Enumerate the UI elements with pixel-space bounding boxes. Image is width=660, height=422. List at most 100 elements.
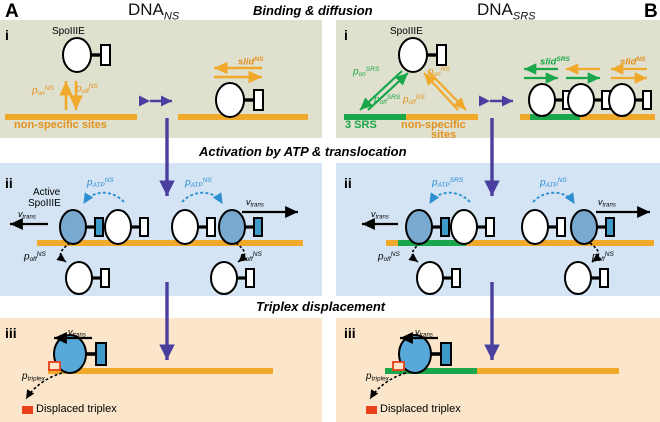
panel-a-i-slide-label: slidNS: [238, 56, 264, 68]
panel-b-iii-dna-srs-segment: [385, 368, 477, 374]
panel-a-ii-rate-atp-left-base: p: [87, 177, 93, 189]
panel-b-ii-vtrans-left-base: v: [371, 209, 376, 219]
panel-b-i-rate-on-ns-sup: NS: [440, 66, 450, 73]
panel-a-step-ii-label: ii: [5, 175, 13, 191]
panel-b-i-rate-off-ns: poffNS: [403, 94, 425, 106]
panel-a-letter: A: [5, 1, 19, 22]
panel-a-ii-vtrans-right: vtrans: [246, 198, 264, 209]
panel-a-i-rate-off: poffNS: [76, 83, 98, 95]
panel-a-iii-rate-triplex-base: p: [22, 371, 28, 382]
dna-ns-title: DNANS: [128, 1, 179, 22]
dna-ns-title-text: DNA: [128, 0, 164, 19]
panel-b-i-dna-right-ns-segment: [580, 114, 655, 120]
panel-a-i-rate-off-base: p: [76, 83, 82, 95]
panel-b-i-dna-srs-segment: [344, 114, 406, 120]
panel-a-ii-rate-off-right-sub: off: [245, 255, 253, 263]
panel-b-i-nonspecific-caption-line2: sites: [431, 129, 457, 141]
panel-b-iii-rate-triplex: ptriplex: [366, 372, 389, 383]
panel-a-i-rate-off-sub: off: [81, 87, 89, 95]
panel-a-ii-rate-off-left-sup: NS: [36, 251, 46, 258]
panel-b-iii-dna-ns-segment: [477, 368, 619, 374]
panel-a-ii-rate-atp-left-sub: ATP: [92, 181, 105, 189]
panel-b-i-rate-on-ns-sub: on: [433, 70, 441, 78]
panel-b-i-dna-right-ns-lead: [520, 114, 530, 120]
panel-a-i-rate-on-sup: NS: [44, 85, 54, 92]
panel-b-ii-dna-srs-segment: [398, 240, 466, 246]
panel-b-step-i-label: i: [344, 27, 348, 43]
panel-a-row2-background: [0, 163, 322, 296]
panel-b-ii-rate-off-left-sub: off: [383, 255, 391, 263]
panel-b-ii-rate-atp-right-sub: ATP: [545, 181, 558, 189]
panel-a-ii-rate-off-right: poffNS: [240, 251, 262, 263]
panel-b-i-rate-on-srs-sub: on: [358, 70, 366, 78]
panel-b-row1-background: [336, 20, 660, 138]
panel-a-i-rate-on-base: p: [32, 85, 38, 97]
panel-b-ii-dna-ns-segment: [466, 240, 654, 246]
panel-a-iii-vtrans-sub: trans: [72, 332, 86, 339]
panel-b-ii-rate-atp-right: pATPNS: [540, 177, 567, 189]
panel-b-i-rate-on-srs: ponSRS: [353, 66, 380, 78]
panel-b-i-dna-right-srs-segment: [530, 114, 580, 120]
panel-a-step-i-label: i: [5, 27, 9, 43]
panel-a-iii-vtrans: vtrans: [68, 328, 86, 339]
panel-b-step-iii-label: iii: [344, 325, 356, 341]
panel-a-iii-vtrans-base: v: [68, 327, 73, 337]
panel-b-i-rate-on-srs-sup: SRS: [365, 66, 380, 73]
panel-a-iii-dna-strand: [48, 368, 273, 374]
dna-ns-title-subscript: NS: [163, 10, 180, 23]
panel-a-ii-vtrans-left-sub: trans: [22, 214, 36, 221]
panel-b-iii-rate-triplex-sub: triplex: [371, 375, 389, 383]
panel-b-iii-displaced-caption: Displaced triplex: [380, 403, 461, 415]
step-title-binding-diffusion: Binding & diffusion: [253, 3, 373, 18]
panel-a-i-rate-off-sup: NS: [88, 83, 98, 90]
panel-b-i-spoiiie-label: SpoIIIE: [390, 26, 423, 37]
panel-b-ii-dna-ns-lead: [386, 240, 398, 246]
panel-a-ii-active-label-line1: Active: [33, 187, 61, 198]
panel-b-i-rate-off-ns-sub: off: [408, 98, 416, 106]
panel-a-ii-vtrans-right-sub: trans: [250, 202, 264, 209]
step-title-triplex-displacement: Triplex displacement: [256, 299, 386, 314]
panel-b-row2-background: [336, 163, 660, 296]
panel-a-ii-rate-off-left: poffNS: [24, 251, 46, 263]
panel-a-i-rate-on-sub: on: [37, 89, 45, 97]
panel-a-ii-rate-off-right-sup: NS: [252, 251, 262, 258]
panel-a-ii-rate-atp-right-base: p: [185, 177, 191, 189]
step-title-activation: Activation by ATP & translocation: [199, 144, 407, 159]
panel-b-iii-vtrans-base: v: [415, 327, 420, 337]
panel-b-ii-vtrans-left: vtrans: [371, 210, 389, 221]
panel-b-i-rate-off-srs-sup: SRS: [386, 94, 401, 101]
panel-a-i-spoiiie-label: SpoIIIE: [52, 26, 85, 37]
panel-a-i-slide-sup: NS: [254, 56, 264, 63]
panel-b-i-rate-on-srs-base: p: [353, 66, 359, 78]
panel-a-iii-rate-triplex-sub: triplex: [27, 375, 45, 383]
panel-a-i-dna-strand-left: [5, 114, 137, 120]
panel-a-ii-rate-off-left-sub: off: [29, 255, 37, 263]
panel-b-ii-vtrans-right: vtrans: [598, 198, 616, 209]
panel-b-i-slide-ns-label: slidNS: [620, 56, 646, 67]
panel-b-i-dna-ns-segment: [406, 114, 478, 120]
panel-a-i-nonspecific-sites-caption: non-specific sites: [14, 119, 107, 131]
panel-a-i-rate-on: ponNS: [32, 85, 54, 97]
panel-b-i-nonspecific-caption-line1: non-specific: [401, 119, 466, 131]
panel-b-ii-rate-atp-right-sup: NS: [557, 177, 567, 184]
dna-srs-title-subscript: SRS: [512, 10, 536, 23]
panel-b-i-rate-off-srs: poffSRS: [374, 94, 401, 106]
panel-a-ii-rate-atp-left-sup: NS: [104, 177, 114, 184]
panel-a-ii-vtrans-left-base: v: [18, 209, 23, 219]
panel-b-ii-rate-atp-left: pATPSRS: [432, 177, 463, 189]
panel-a-iii-rate-triplex: ptriplex: [22, 372, 45, 383]
panel-b-letter: B: [644, 1, 658, 22]
panel-b-ii-vtrans-left-sub: trans: [375, 214, 389, 221]
panel-b-ii-rate-off-right-sup: NS: [604, 251, 614, 258]
panel-a-ii-active-label-line2: SpoIIIE: [28, 198, 61, 209]
panel-a-ii-rate-atp-right: pATPNS: [185, 177, 212, 189]
panel-b-ii-vtrans-right-sub: trans: [602, 202, 616, 209]
panel-a-i-slide-base: slid: [238, 56, 255, 68]
dna-srs-title: DNASRS: [477, 1, 536, 22]
panel-b-i-rate-off-srs-sub: off: [379, 98, 387, 106]
panel-b-i-slide-ns-sup: NS: [636, 56, 646, 63]
panel-b-i-rate-on-ns: ponNS: [428, 66, 450, 78]
panel-a-ii-rate-off-left-base: p: [24, 251, 30, 263]
panel-a-ii-dna-strand: [37, 240, 303, 246]
